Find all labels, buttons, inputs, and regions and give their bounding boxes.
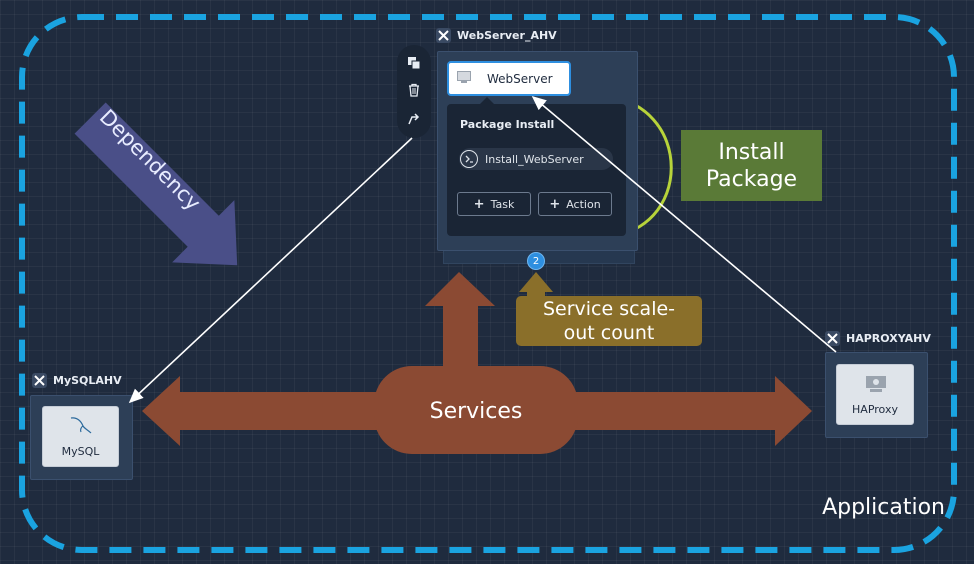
mysql-dolphin-icon [69,415,93,438]
install-webserver-task[interactable]: Install_WebServer [459,148,613,170]
scale-out-arrow [519,272,553,300]
add-action-label: Action [566,197,601,211]
dependency-arrow [74,102,238,266]
mysql-service-title: MySQLAHV [32,373,122,388]
service-toolbar [397,45,431,138]
webserver-service-title: WebServer_AHV [436,28,557,43]
webserver-label: WebServer [487,71,553,86]
webserver-title-label: WebServer_AHV [457,29,557,42]
haproxy-substrate[interactable]: HAProxy [836,364,914,425]
install-webserver-label: Install_WebServer [485,152,584,166]
install-package-label: Install Package [681,130,822,201]
scale-count-badge[interactable]: 2 [527,252,545,270]
services-pill [374,366,578,454]
haproxy-to-webserver-line [531,95,837,353]
webserver-to-mysql-line [128,137,413,404]
mysql-title-label: MySQLAHV [53,374,122,387]
vm-icon [457,71,471,86]
application-boundary [19,14,957,553]
add-task-button[interactable]: + Task [457,192,531,216]
mysql-substrate[interactable]: MySQL [42,406,119,467]
scale-out-label: Service scale-out count [516,296,702,346]
services-up-arrow [425,272,495,395]
nutanix-icon [825,331,840,346]
scale-count-value: 2 [532,255,540,267]
nutanix-icon [436,28,451,43]
connect-icon[interactable] [407,110,421,129]
add-task-label: Task [490,197,515,211]
trash-icon[interactable] [407,82,421,101]
mysql-label: MySQL [61,445,100,458]
nutanix-icon [32,373,47,388]
plus-icon: + [473,196,485,212]
haproxy-service-title: HAPROXYAHV [825,331,931,346]
plus-icon: + [549,196,561,212]
copy-icon[interactable] [407,55,421,74]
webserver-substrate[interactable]: WebServer [447,61,571,96]
vm-icon [865,375,887,396]
haproxy-title-label: HAPROXYAHV [846,332,931,345]
haproxy-label: HAProxy [852,403,898,416]
package-install-title: Package Install [460,118,555,131]
add-action-button[interactable]: + Action [538,192,612,216]
terminal-icon [460,150,478,168]
services-label: Services [429,398,523,424]
application-label: Application [822,494,945,520]
package-install-panel: Package Install Install_WebServer + Task… [447,104,626,236]
